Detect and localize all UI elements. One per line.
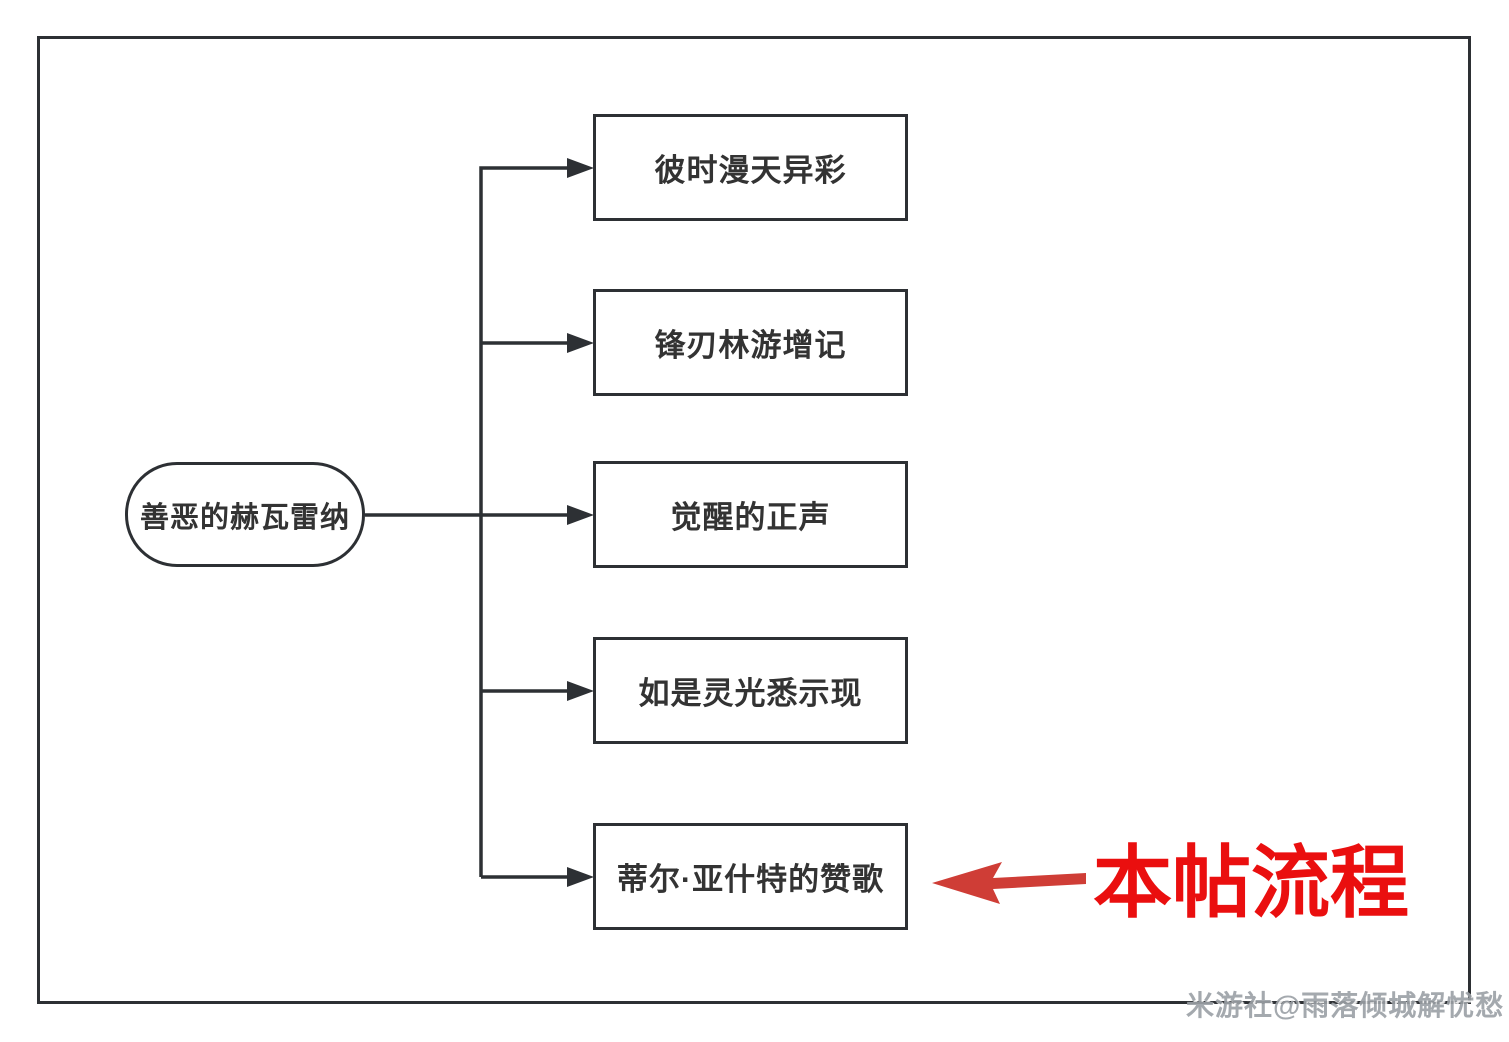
chapter-box-label: 彼时漫天异彩 xyxy=(654,153,847,188)
chapter-box-4: 如是灵光悉示现 xyxy=(593,637,908,744)
chapter-box-1: 彼时漫天异彩 xyxy=(593,114,908,221)
annotation-label: 本帖流程 xyxy=(1093,838,1409,927)
root-node-label: 善恶的赫瓦雷纳 xyxy=(139,501,350,534)
chapter-box-3: 觉醒的正声 xyxy=(593,461,908,568)
chapter-box-label: 如是灵光悉示现 xyxy=(638,676,863,711)
chapter-box-5: 蒂尔·亚什特的赞歌 xyxy=(593,823,908,930)
root-node: 善恶的赫瓦雷纳 xyxy=(125,462,365,567)
chapter-box-2: 锋刃林游增记 xyxy=(593,289,908,396)
watermark: 米游社@雨落倾城解忧愁 xyxy=(1186,990,1505,1021)
chapter-box-label: 锋刃林游增记 xyxy=(654,328,847,363)
chapter-box-label: 觉醒的正声 xyxy=(670,500,831,535)
chapter-box-label: 蒂尔·亚什特的赞歌 xyxy=(616,862,885,897)
